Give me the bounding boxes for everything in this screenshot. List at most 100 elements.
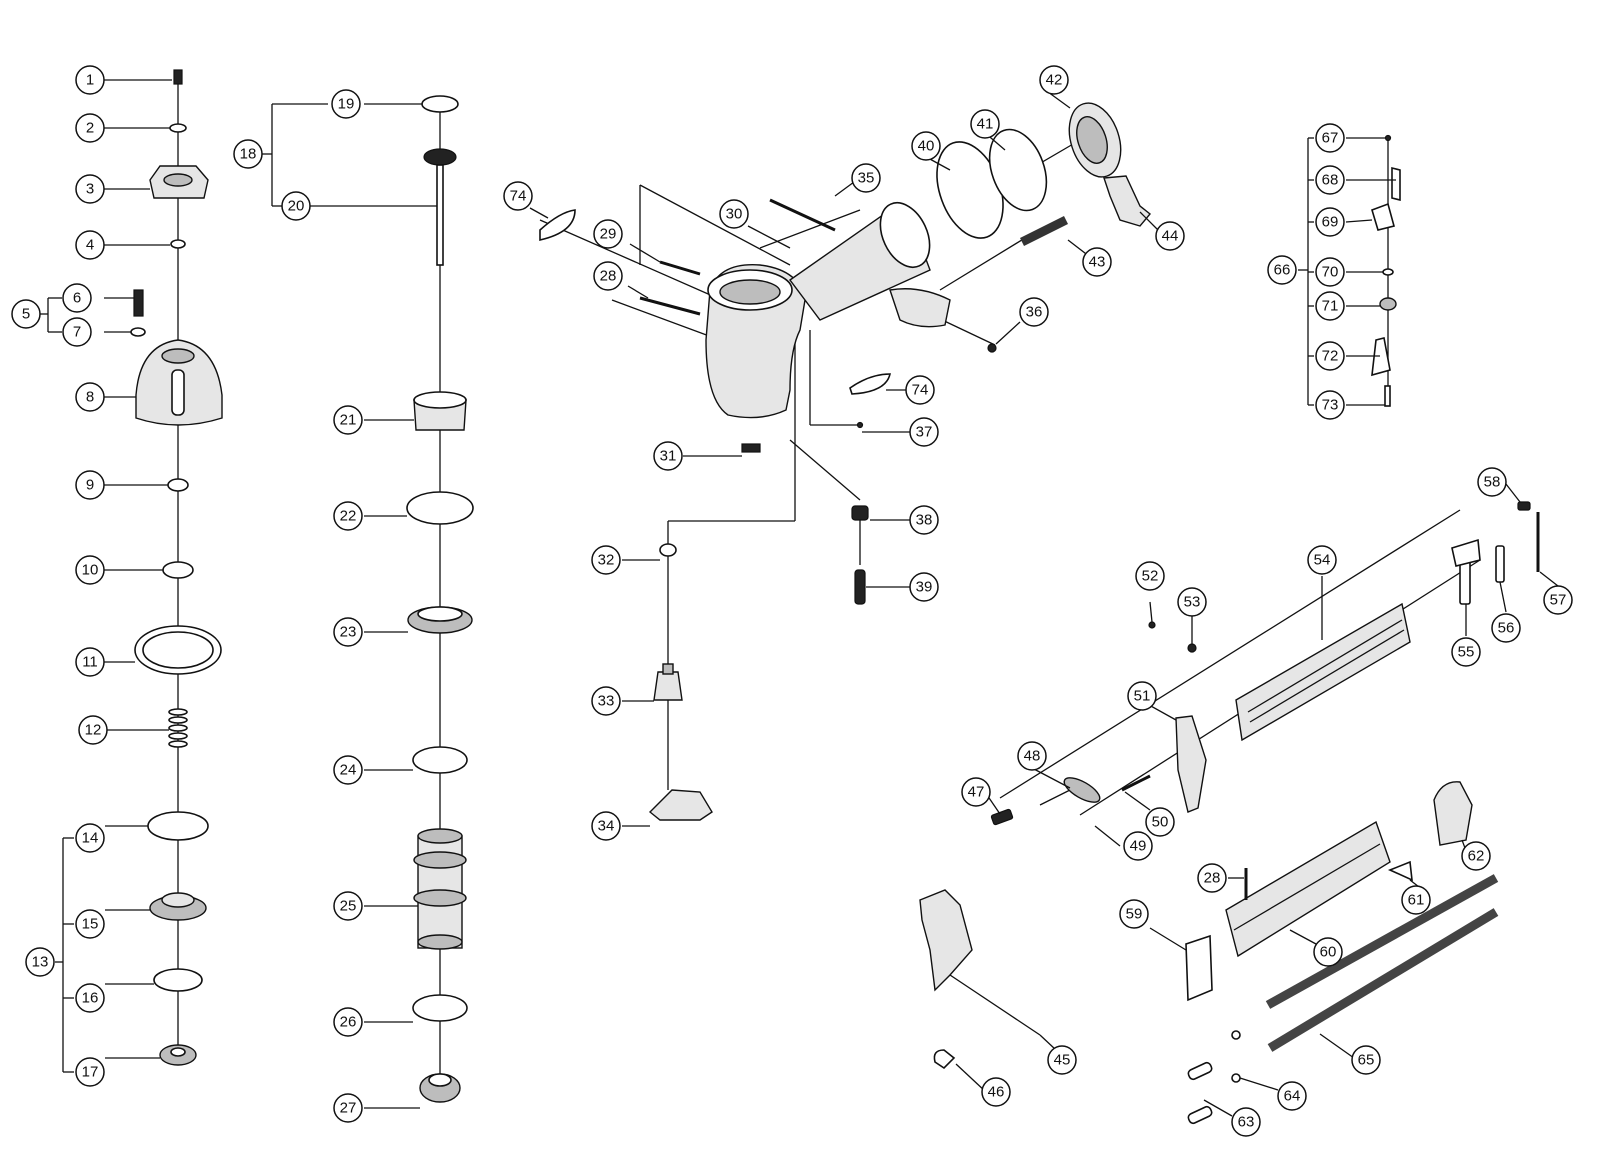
svg-text:7: 7 bbox=[73, 324, 81, 341]
svg-text:3: 3 bbox=[86, 181, 94, 198]
callout-32: 32 bbox=[591, 545, 621, 575]
svg-text:41: 41 bbox=[977, 116, 994, 133]
callout-37: 37 bbox=[909, 417, 939, 447]
callout-14: 14 bbox=[75, 823, 105, 853]
callout-41: 41 bbox=[970, 109, 1000, 139]
callout-58: 58 bbox=[1477, 467, 1507, 497]
callout-17: 17 bbox=[75, 1057, 105, 1087]
callout-72: 72 bbox=[1315, 341, 1345, 371]
callout-40: 40 bbox=[911, 131, 941, 161]
callout-35: 35 bbox=[851, 163, 881, 193]
svg-text:61: 61 bbox=[1408, 892, 1425, 909]
callout-52: 52 bbox=[1135, 561, 1165, 591]
svg-text:43: 43 bbox=[1089, 254, 1106, 271]
callout-74-left: 74 bbox=[503, 181, 533, 211]
callout-50: 50 bbox=[1145, 807, 1175, 837]
callout-19: 19 bbox=[331, 89, 361, 119]
callout-30: 30 bbox=[719, 199, 749, 229]
svg-text:53: 53 bbox=[1184, 594, 1201, 611]
callout-33: 33 bbox=[591, 686, 621, 716]
callout-59: 59 bbox=[1119, 899, 1149, 929]
callout-46: 46 bbox=[981, 1077, 1011, 1107]
svg-text:51: 51 bbox=[1134, 688, 1151, 705]
callout-63: 63 bbox=[1231, 1107, 1261, 1137]
svg-text:44: 44 bbox=[1162, 228, 1179, 245]
svg-text:30: 30 bbox=[726, 206, 743, 223]
svg-text:63: 63 bbox=[1238, 1114, 1255, 1131]
callout-44: 44 bbox=[1155, 221, 1185, 251]
svg-text:6: 6 bbox=[73, 290, 81, 307]
callout-64: 64 bbox=[1277, 1081, 1307, 1111]
svg-text:12: 12 bbox=[85, 722, 102, 739]
svg-text:9: 9 bbox=[86, 477, 94, 494]
svg-text:24: 24 bbox=[340, 762, 357, 779]
leader-lines bbox=[40, 79, 1559, 1117]
callout-16: 16 bbox=[75, 983, 105, 1013]
svg-text:28: 28 bbox=[600, 268, 617, 285]
svg-text:60: 60 bbox=[1320, 944, 1337, 961]
tool-body-assembly bbox=[539, 102, 1151, 1070]
svg-text:25: 25 bbox=[340, 898, 357, 915]
svg-text:71: 71 bbox=[1322, 298, 1339, 315]
callout-39: 39 bbox=[909, 572, 939, 602]
callout-12: 12 bbox=[78, 715, 108, 745]
svg-text:42: 42 bbox=[1046, 72, 1063, 89]
svg-text:67: 67 bbox=[1322, 130, 1339, 147]
callout-1: 1 bbox=[75, 65, 105, 95]
callout-42: 42 bbox=[1039, 65, 1069, 95]
callout-13: 13 bbox=[25, 947, 55, 977]
svg-text:33: 33 bbox=[598, 693, 615, 710]
svg-text:22: 22 bbox=[340, 508, 357, 525]
svg-text:35: 35 bbox=[858, 170, 875, 187]
callout-29: 29 bbox=[593, 219, 623, 249]
trigger-group-assembly bbox=[1371, 134, 1401, 407]
callout-69: 69 bbox=[1315, 207, 1345, 237]
callout-45: 45 bbox=[1047, 1045, 1077, 1075]
svg-text:65: 65 bbox=[1358, 1052, 1375, 1069]
callout-62: 62 bbox=[1461, 841, 1491, 871]
callout-47: 47 bbox=[961, 777, 991, 807]
svg-text:29: 29 bbox=[600, 226, 617, 243]
callout-28-magazine: 28 bbox=[1197, 863, 1227, 893]
svg-text:72: 72 bbox=[1322, 348, 1339, 365]
svg-text:74: 74 bbox=[510, 188, 527, 205]
svg-text:5: 5 bbox=[22, 306, 30, 323]
column-2-parts bbox=[406, 95, 474, 1103]
svg-text:64: 64 bbox=[1284, 1088, 1301, 1105]
svg-text:18: 18 bbox=[240, 146, 257, 163]
callout-18: 18 bbox=[233, 139, 263, 169]
callout-23: 23 bbox=[333, 617, 363, 647]
callout-66: 66 bbox=[1267, 255, 1297, 285]
callout-9: 9 bbox=[75, 470, 105, 500]
callout-11: 11 bbox=[75, 647, 105, 677]
svg-text:69: 69 bbox=[1322, 214, 1339, 231]
svg-text:66: 66 bbox=[1274, 262, 1291, 279]
svg-text:34: 34 bbox=[598, 818, 615, 835]
svg-text:16: 16 bbox=[82, 990, 99, 1007]
callout-3: 3 bbox=[75, 174, 105, 204]
callout-73: 73 bbox=[1315, 390, 1345, 420]
callout-15: 15 bbox=[75, 909, 105, 939]
svg-text:8: 8 bbox=[86, 389, 94, 406]
callout-51: 51 bbox=[1127, 681, 1157, 711]
callout-70: 70 bbox=[1315, 257, 1345, 287]
callout-36: 36 bbox=[1019, 297, 1049, 327]
svg-text:40: 40 bbox=[918, 138, 935, 155]
callout-71: 71 bbox=[1315, 291, 1345, 321]
svg-text:10: 10 bbox=[82, 562, 99, 579]
callout-67: 67 bbox=[1315, 123, 1345, 153]
callout-65: 65 bbox=[1351, 1045, 1381, 1075]
svg-text:13: 13 bbox=[32, 954, 49, 971]
svg-text:1: 1 bbox=[86, 72, 94, 89]
callout-27: 27 bbox=[333, 1093, 363, 1123]
callout-53: 53 bbox=[1177, 587, 1207, 617]
callout-25: 25 bbox=[333, 891, 363, 921]
svg-text:36: 36 bbox=[1026, 304, 1043, 321]
svg-text:37: 37 bbox=[916, 424, 933, 441]
callout-31: 31 bbox=[653, 441, 683, 471]
callout-74-right: 74 bbox=[905, 375, 935, 405]
svg-text:17: 17 bbox=[82, 1064, 99, 1081]
callout-68: 68 bbox=[1315, 165, 1345, 195]
callout-56: 56 bbox=[1491, 613, 1521, 643]
